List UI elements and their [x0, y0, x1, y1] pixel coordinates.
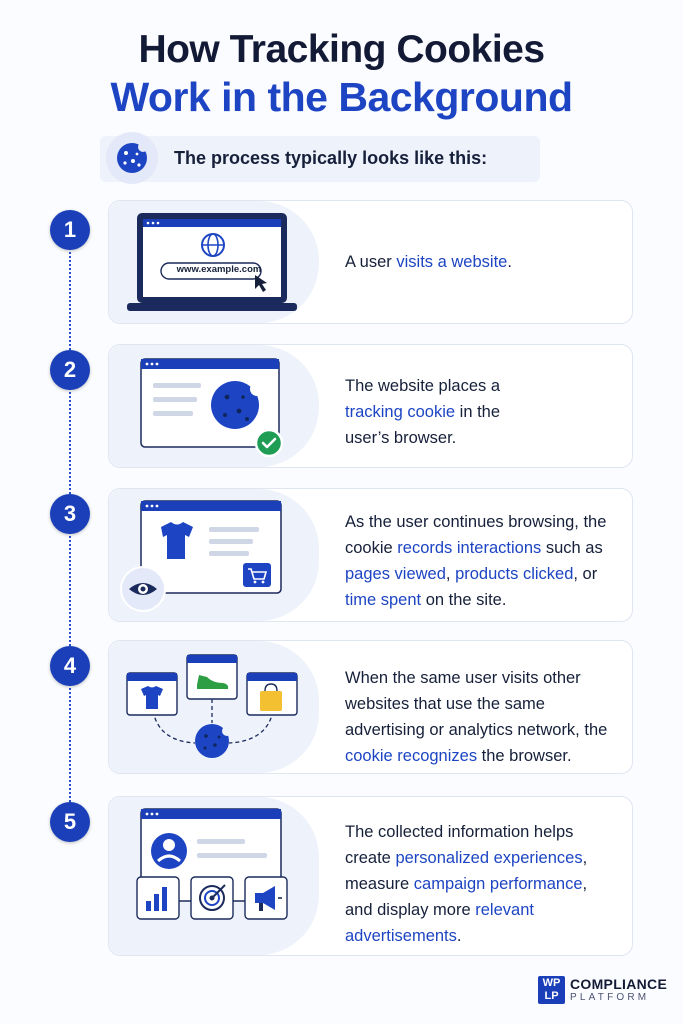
step-text-1-highlight: visits a website [396, 253, 508, 271]
step-illustration-1: www.example.com [109, 201, 319, 323]
step-number-1: 1 [50, 210, 90, 250]
step-text-4-highlight: cookie recognizes [345, 747, 478, 765]
shoe-icon [197, 675, 229, 689]
cookie-icon [195, 724, 232, 758]
step-card-2: The website places a tracking cookie in … [108, 344, 633, 468]
step-number-3: 3 [50, 494, 90, 534]
step-text-3-highlight: time spent [345, 591, 422, 609]
step-text-5-part: , and display more [345, 875, 588, 919]
globe-icon [201, 233, 225, 257]
intro-text: The process typically looks like this: [174, 148, 488, 168]
user-icon [151, 833, 187, 869]
target-icon [190, 876, 234, 920]
step-illustration-3 [109, 489, 319, 621]
step-text-4-part: the browser. [477, 747, 572, 765]
megaphone-icon [244, 876, 288, 920]
logo-line-1: COMPLIANCE [570, 976, 668, 992]
cursor-icon [255, 275, 267, 292]
title-line-2: Work in the Background [110, 74, 573, 120]
shopping-bag-icon [260, 683, 282, 711]
step-text-3-part: such as [541, 539, 603, 557]
step-number-5: 5 [50, 802, 90, 842]
logo-mark: WP LP [538, 976, 565, 1004]
step-text-3-part: , [445, 565, 456, 583]
eye-icon [120, 566, 166, 612]
compliance-platform-logo: WP LP COMPLIANCE PLATFORM [538, 974, 668, 1008]
step-text-3: As the user continues browsing, the cook… [345, 509, 615, 613]
logo-mark-bottom: LP [544, 990, 559, 1002]
title-line-1: How Tracking Cookies [138, 28, 545, 71]
cookie-icon [211, 381, 264, 429]
step-text-5-part: The collected information helps create [345, 823, 574, 867]
cart-icon [243, 563, 271, 587]
step-text-3-part: , or [573, 565, 598, 583]
step-illustration-2 [109, 345, 319, 467]
step-text-1-part: A user [345, 253, 397, 271]
step-text-3-part: on the site. [421, 591, 507, 609]
step-text-1: A user visits a website. [345, 249, 620, 275]
step-text-3-highlight: records interactions [397, 539, 542, 557]
step-text-3-highlight: products clicked [455, 565, 574, 583]
step-illustration-5 [109, 797, 319, 955]
step-text-2-part: in the user’s browser. [345, 403, 501, 447]
step-card-1: www.example.com A user visits a website. [108, 200, 633, 324]
check-icon [254, 428, 284, 458]
step-text-3-part: As the user continues browsing, the cook… [345, 513, 607, 557]
step-text-5-highlight: personalized experiences [395, 849, 583, 867]
step-number-2: 2 [50, 350, 90, 390]
step-text-1-part: . [507, 253, 512, 271]
step-text-2: The website places a tracking cookie in … [345, 373, 545, 451]
step-text-5-highlight: campaign performance [413, 875, 583, 893]
intro-banner: The process typically looks like this: [100, 132, 540, 184]
step-text-4-part: When the same user visits other websites… [345, 669, 608, 739]
step-text-5-highlight: relevant advertisements [345, 901, 534, 945]
step-text-5-part: . [456, 927, 462, 945]
step-card-3: As the user continues browsing, the cook… [108, 488, 633, 622]
step-number-4: 4 [50, 646, 90, 686]
step-text-5-part: , measure [345, 849, 588, 893]
step-text-4: When the same user visits other websites… [345, 665, 613, 769]
step-illustration-4 [109, 641, 319, 773]
logo-mark-top: WP [542, 977, 561, 989]
bar-chart-icon [136, 876, 180, 920]
step-text-2-highlight: tracking cookie [345, 403, 456, 421]
step-text-5: The collected information helps create p… [345, 819, 601, 949]
cookie-icon [106, 132, 158, 184]
step-text-2-part: The website places a [345, 377, 501, 395]
tshirt-icon [161, 522, 193, 559]
step-card-5: The collected information helps create p… [108, 796, 633, 956]
tshirt-icon [141, 686, 163, 709]
step-text-3-highlight: pages viewed [345, 565, 446, 583]
url-text: www.example.com [176, 264, 262, 275]
step-card-4: When the same user visits other websites… [108, 640, 633, 774]
logo-line-2: PLATFORM [570, 992, 650, 1003]
